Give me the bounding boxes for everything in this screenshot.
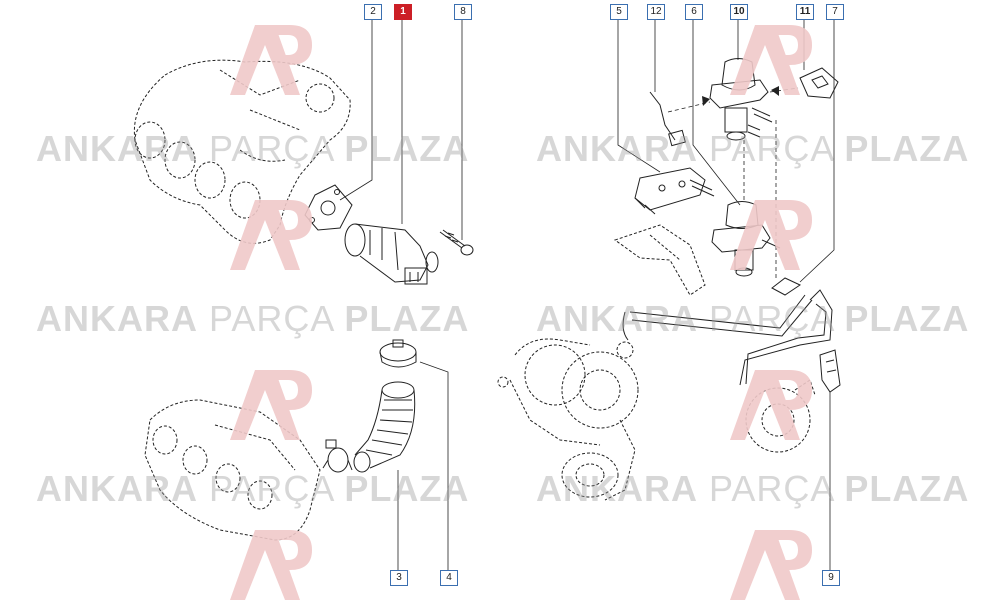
exhaust-manifold-outline: [144, 399, 321, 541]
bolt: [439, 229, 474, 256]
intake-elbow-hose: [353, 381, 416, 473]
hose-clamp-lower: [322, 439, 353, 473]
leader-lines: [339, 18, 835, 570]
watermark-text: ANKARA PARÇA PLAZA: [36, 468, 470, 509]
ap-logo-icon: [230, 530, 312, 600]
lever-arm: [649, 91, 686, 147]
bracket-outline: [613, 224, 706, 296]
ap-logo-icon: [230, 25, 312, 95]
callout-part-7[interactable]: 7: [826, 4, 844, 20]
ap-logo-icon: [230, 200, 312, 270]
callout-part-12[interactable]: 12: [647, 4, 665, 20]
callout-part-4[interactable]: 4: [440, 570, 458, 586]
ap-logo-icon: [730, 25, 812, 95]
watermark-row: ANKARA PARÇA PLAZA ANKARA PARÇA PLAZA: [0, 468, 1000, 509]
callout-part-1-selected[interactable]: 1: [394, 4, 412, 20]
hose-clamp-upper: [379, 339, 417, 368]
callout-part-9[interactable]: 9: [822, 570, 840, 586]
watermark-text: ANKARA PARÇA PLAZA: [536, 128, 970, 169]
callout-part-11[interactable]: 11: [796, 4, 814, 20]
watermark-row: ANKARA PARÇA PLAZA ANKARA PARÇA PLAZA: [0, 298, 1000, 339]
watermark-text: ANKARA PARÇA PLAZA: [536, 298, 970, 339]
ap-logo-icon: [730, 200, 812, 270]
turbocharger-outline: [497, 338, 639, 501]
vacuum-hose: [622, 277, 833, 386]
callout-part-2[interactable]: 2: [364, 4, 382, 20]
ap-logo-icon: [230, 370, 312, 440]
callout-part-8[interactable]: 8: [454, 4, 472, 20]
callout-part-10[interactable]: 10: [730, 4, 748, 20]
watermark-text: ANKARA PARÇA PLAZA: [36, 298, 470, 339]
watermark-text: ANKARA PARÇA PLAZA: [36, 128, 470, 169]
watermark-row: ANKARA PARÇA PLAZA ANKARA PARÇA PLAZA: [0, 128, 1000, 169]
egr-valve: [344, 223, 439, 285]
arrow-to-solenoid: [702, 96, 710, 106]
mounting-bracket-plate: [634, 167, 715, 215]
ap-logo-icon: [730, 370, 812, 440]
watermark-text: ANKARA PARÇA PLAZA: [536, 468, 970, 509]
retaining-clip: [819, 349, 841, 393]
ap-logo-icon: [730, 530, 812, 600]
callout-part-5[interactable]: 5: [610, 4, 628, 20]
callout-part-3[interactable]: 3: [390, 570, 408, 586]
solenoid-valve-upper: [709, 58, 773, 141]
arrow-to-connector: [771, 86, 779, 96]
callout-part-6[interactable]: 6: [685, 4, 703, 20]
